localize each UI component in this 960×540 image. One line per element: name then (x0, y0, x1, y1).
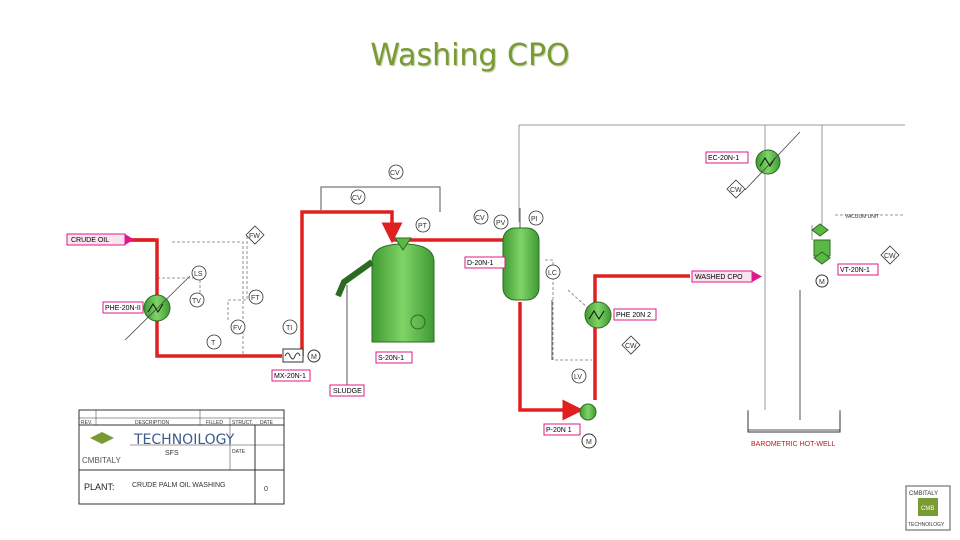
barometric-hot-well: BAROMETRIC HOT-WELL (747, 412, 841, 448)
lv-label: LV (574, 374, 582, 381)
pv-label: PV (496, 220, 506, 227)
m3-label: M (819, 279, 825, 286)
fv-label: FV (233, 325, 242, 332)
vacuum-note: VACUUM UNIT (845, 214, 879, 220)
corner-logo-top: CMBITALY (909, 491, 938, 497)
tb-logo-icon (90, 432, 114, 444)
tag-mx-20n-1: MX-20N-1 (274, 373, 306, 380)
page-title: Washing CPO (370, 38, 570, 73)
tb-plant-label: PLANT: (84, 482, 115, 492)
title-block: REV. DESCRIPTION FILLED STRUCT. DATE TEC… (78, 409, 285, 505)
ft-label: FT (251, 295, 260, 302)
tag-vt-20n-1: VT-20N-1 (840, 267, 870, 274)
lc-label: LC (548, 270, 557, 277)
instruments (189, 164, 900, 384)
tb-col-rev: REV. (81, 420, 92, 426)
tb-col-desc: DESCRIPTION (135, 420, 170, 426)
tb-sheet-number: 0 (264, 486, 268, 493)
cv-label-3: CV (475, 215, 485, 222)
tb-date-label: DATE (232, 449, 246, 455)
equipment-tags: CRUDE OIL PHE-20N-II MX-20N-1 SLUDGE S-2… (66, 151, 879, 436)
tb-plant-value: CRUDE PALM OIL WASHING (132, 482, 225, 489)
tb-brand: CMBITALY (82, 456, 121, 465)
pt-label: PT (418, 223, 428, 230)
tag-sludge: SLUDGE (333, 388, 362, 395)
barometric-label: BAROMETRIC HOT-WELL (751, 441, 836, 448)
tag-washed-cpo: WASHED CPO (695, 274, 743, 281)
tb-sub: SFS (165, 450, 179, 457)
ti-label: TI (286, 325, 292, 332)
pi-label: PI (531, 216, 538, 223)
fw-label: FW (249, 233, 260, 240)
cw-label-2: CW (625, 343, 637, 350)
tb-col-date: DATE (260, 420, 274, 426)
m2-label: M (586, 439, 592, 446)
cv-label-1: CV (390, 170, 400, 177)
heat-exchanger-phe-20n-2 (584, 301, 612, 329)
condenser-ec-20n-1 (744, 131, 801, 191)
separator-s-20n-1 (335, 237, 435, 343)
pump-p-20n-1: M (579, 403, 597, 449)
tag-p-20n-1: P-20N 1 (546, 427, 572, 434)
tag-s-20n-1: S-20N-1 (378, 355, 404, 362)
ls-label: LS (194, 271, 203, 278)
corner-logo-badge: CMB (921, 506, 934, 512)
cv-label-2: CV (352, 195, 362, 202)
heat-exchanger-phe-20n-ii (124, 275, 191, 341)
tb-col-filled: FILLED (206, 420, 223, 426)
instrument-labels: LS TV FT FV TI T CV CV PT CV PV PI LC LV… (192, 170, 896, 381)
corner-logo: CMBITALY CMB TECHNOILOGY (905, 485, 951, 531)
cw-label-1: CW (730, 187, 742, 194)
tag-ec-20n-1: EC-20N-1 (708, 155, 739, 162)
tag-phe-20n-2: PHE 20N 2 (616, 312, 651, 319)
cw-label-3: CW (884, 253, 896, 260)
vacuum-unit-vt-20n-1: M (811, 223, 831, 288)
tag-d-20n-1: D-20N-1 (467, 260, 494, 267)
m1-label: M (311, 354, 317, 361)
tag-crude-oil: CRUDE OIL (71, 237, 109, 244)
tag-phe-20n-ii: PHE-20N-II (105, 305, 141, 312)
corner-logo-bottom: TECHNOILOGY (908, 522, 945, 528)
tv-label: TV (192, 298, 201, 305)
tb-company: TECHNOILOGY (133, 432, 235, 448)
mixer-mx-20n-1: M (282, 348, 321, 363)
t-label: T (211, 340, 216, 347)
tb-col-struct: STRUCT. (232, 420, 253, 426)
